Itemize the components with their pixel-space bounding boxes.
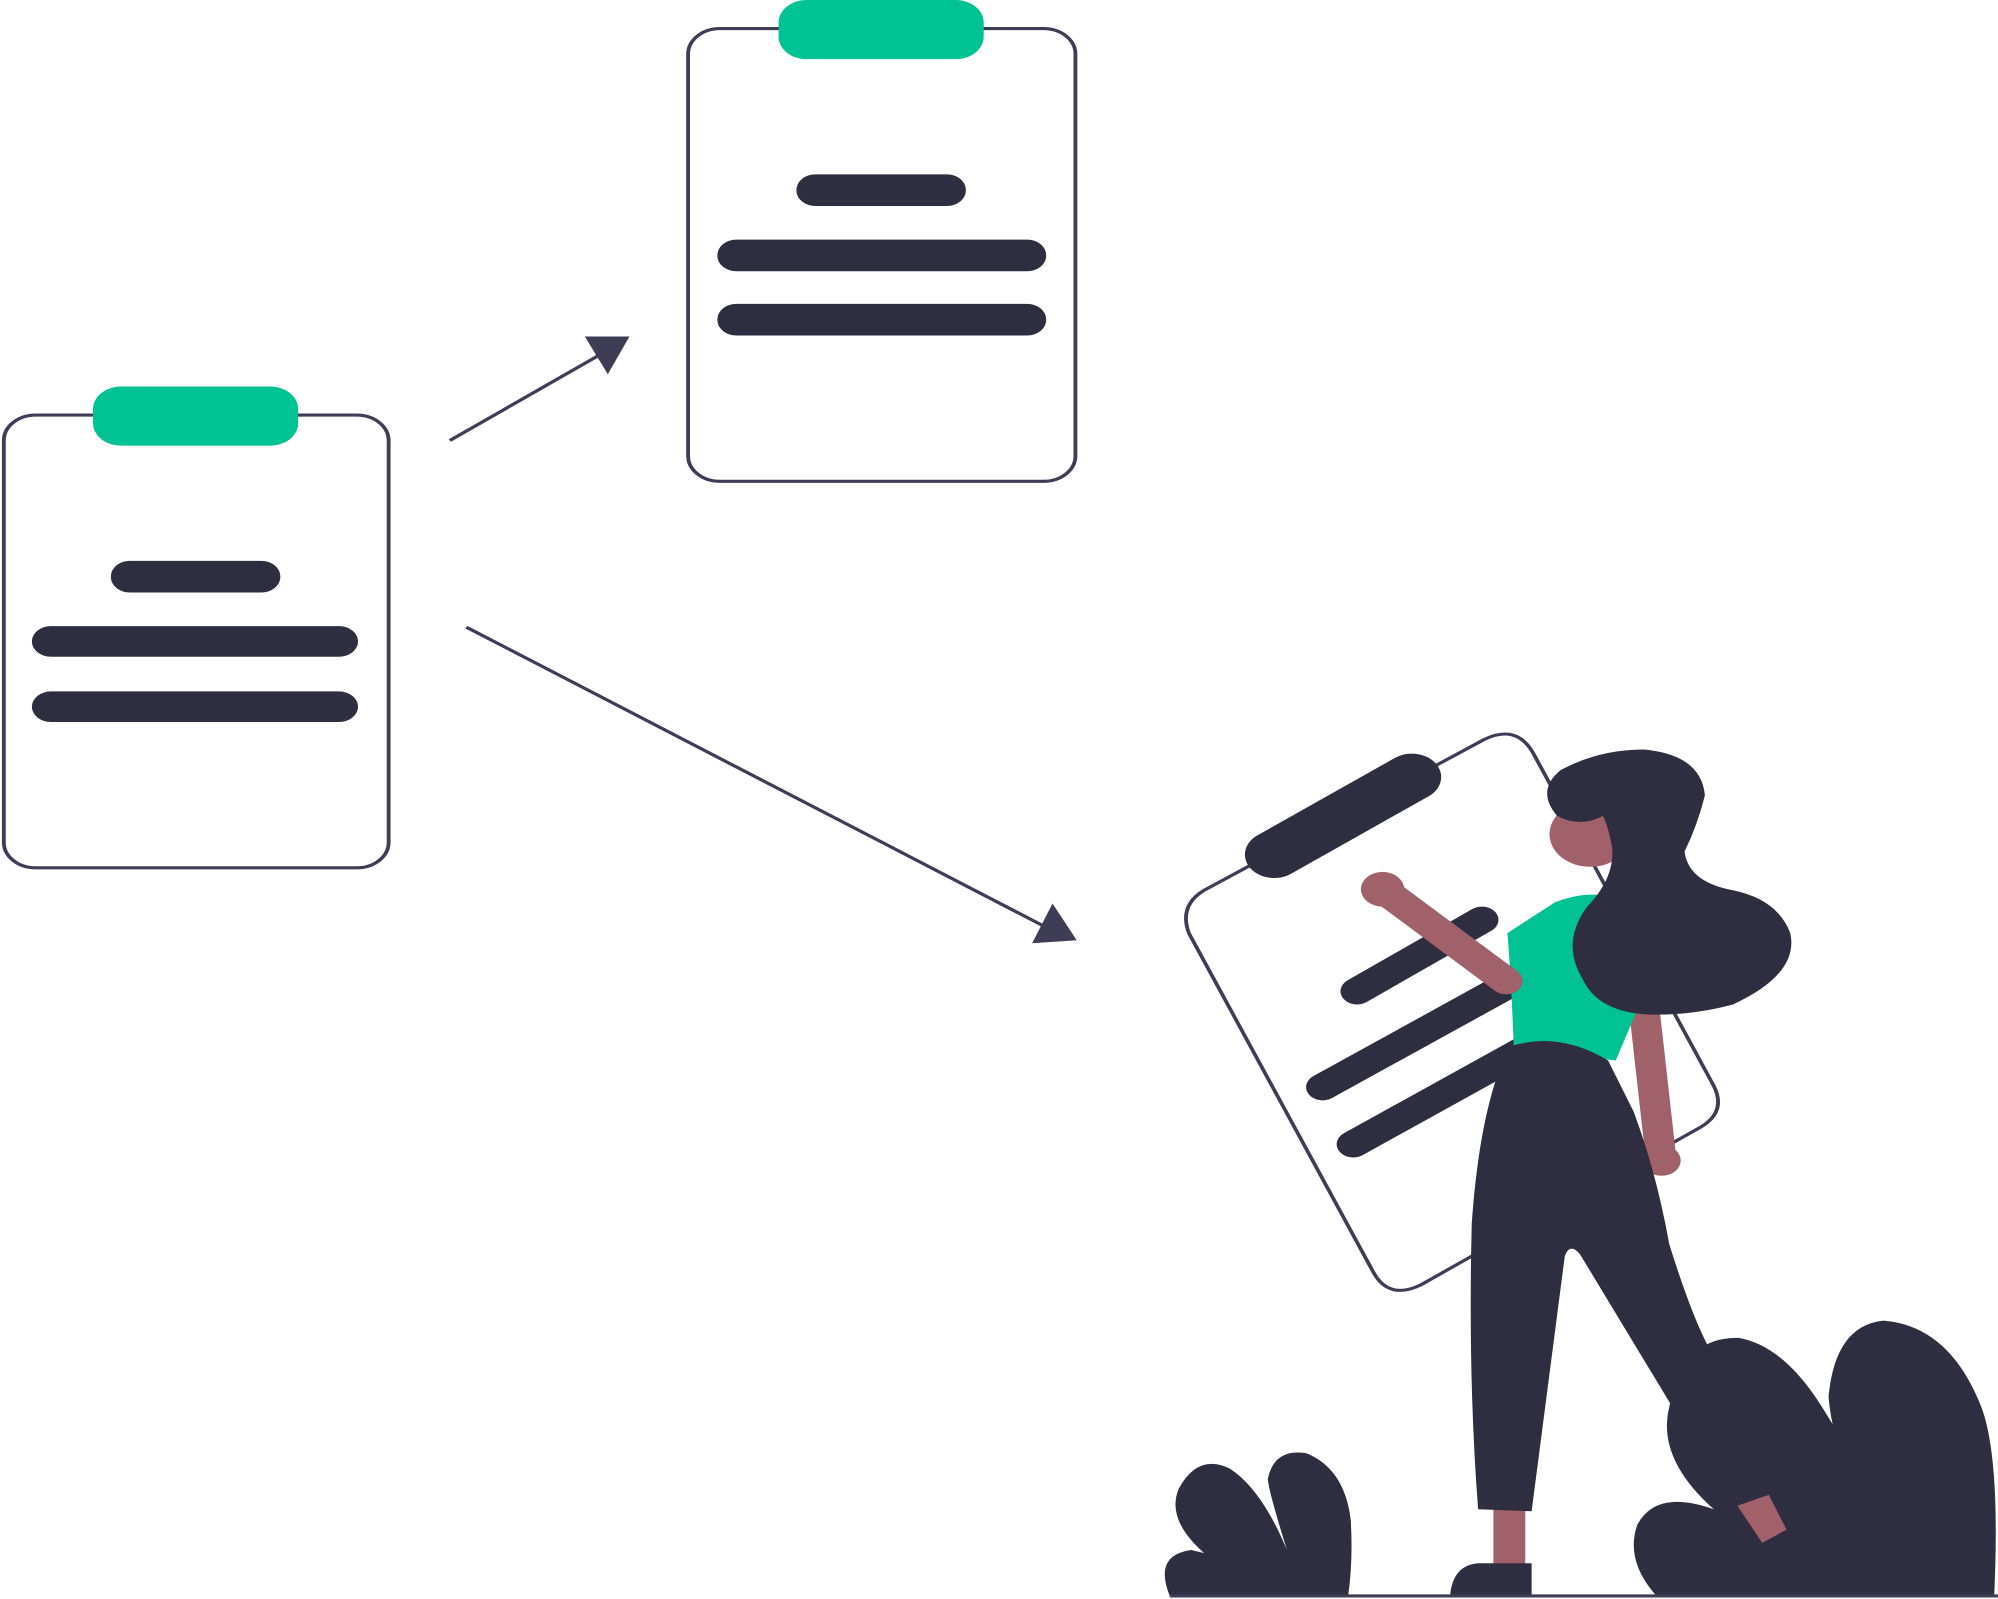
clipboard-line	[717, 303, 1047, 336]
clipboard-clip	[1244, 753, 1442, 879]
clipboard-line	[1306, 965, 1536, 1101]
clipboard-line	[717, 239, 1047, 272]
arrow-icon-up	[448, 336, 630, 442]
clipboard-clip	[93, 386, 299, 446]
person-illustration	[1360, 749, 1792, 1596]
hand	[1642, 1145, 1681, 1176]
clipboard-icon-top	[686, 0, 1078, 483]
hair	[1547, 749, 1792, 1015]
hand	[1360, 871, 1405, 907]
clipboard-icon-left	[1, 386, 391, 870]
clipboard-line	[31, 626, 359, 657]
arm	[1628, 992, 1676, 1165]
clipboard-line	[110, 560, 281, 593]
arm	[1365, 875, 1523, 995]
plant-illustration-left	[1164, 1452, 1352, 1596]
clipboard-clip	[778, 0, 984, 60]
clipboard-line	[796, 174, 966, 206]
arrow-icon-down	[465, 625, 1077, 944]
clipboard-line	[31, 691, 359, 722]
clipboard-line	[1336, 1037, 1540, 1158]
leg	[1493, 1509, 1526, 1569]
shoe	[1450, 1563, 1532, 1596]
pants	[1470, 1041, 1772, 1512]
